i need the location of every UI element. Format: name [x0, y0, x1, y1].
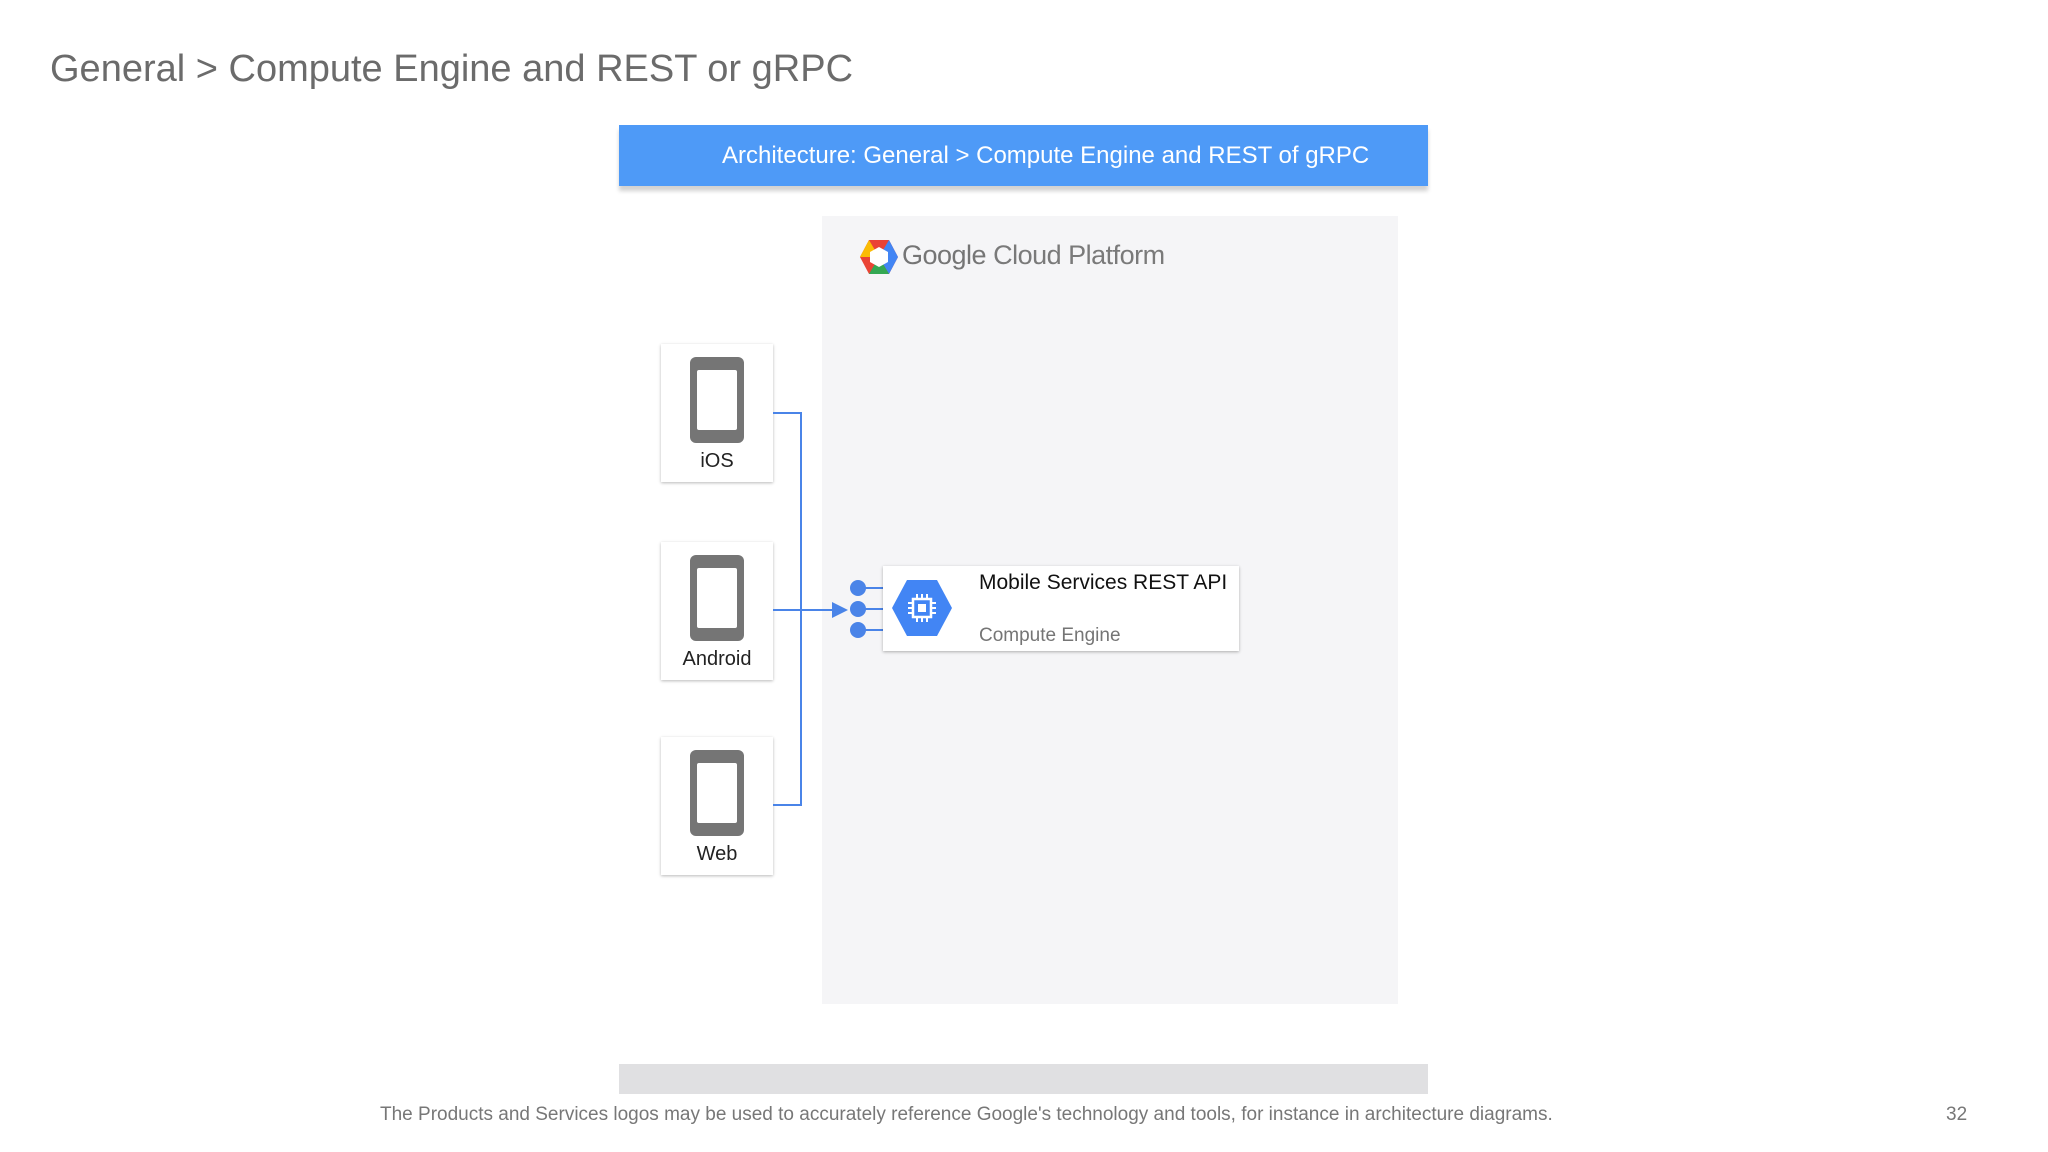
client-card-web: Web — [661, 737, 773, 875]
connector-arrowhead — [832, 602, 848, 618]
service-type: Compute Engine — [979, 625, 1121, 646]
gcp-logo-text: Google Cloud Platform — [902, 240, 1165, 271]
gcp-hexagon-logo-icon — [860, 240, 898, 274]
mobile-device-icon — [690, 555, 744, 641]
diagram-header-text: Architecture: General > Compute Engine a… — [722, 142, 1370, 169]
compute-engine-icon — [892, 580, 952, 636]
endpoint-dot — [850, 580, 866, 596]
client-card-android: Android — [661, 542, 773, 680]
client-label-ios: iOS — [700, 450, 734, 472]
page-number: 32 — [1946, 1104, 1968, 1125]
bottom-band — [619, 1064, 1428, 1094]
client-label-web: Web — [696, 843, 738, 865]
gcp-logo-product: Cloud Platform — [993, 240, 1165, 270]
diagram-header-bar: Architecture: General > Compute Engine a… — [619, 125, 1428, 186]
client-card-ios: iOS — [661, 344, 773, 482]
mobile-device-icon — [690, 750, 744, 836]
service-name: Mobile Services REST API — [979, 571, 1228, 594]
endpoint-dot — [850, 601, 866, 617]
client-label-android: Android — [682, 648, 752, 670]
endpoint-dot — [850, 622, 866, 638]
page-title: General > Compute Engine and REST or gRP… — [50, 48, 854, 90]
footer-note: The Products and Services logos may be u… — [380, 1104, 1553, 1125]
mobile-device-icon — [690, 357, 744, 443]
gcp-logo-brand: Google — [902, 240, 987, 270]
service-card-compute-engine: Mobile Services REST API Compute Engine — [883, 566, 1239, 651]
